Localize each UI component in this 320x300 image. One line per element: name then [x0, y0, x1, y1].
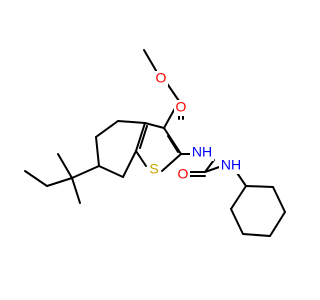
- cyclohexyl-bond-4: [269, 211, 286, 237]
- ring-c5-bond: [95, 120, 119, 138]
- s-label: S: [149, 161, 158, 177]
- methyl-2-bond: [71, 177, 81, 204]
- nh-upper-label: NH: [192, 144, 212, 160]
- nh-upper-background: [190, 145, 214, 161]
- substituent-bond: [71, 165, 100, 179]
- cyclohexyl-bond-5: [272, 186, 286, 213]
- ring-c7a-bond: [122, 150, 137, 178]
- cyclohexyl-bond-3: [242, 233, 271, 237]
- urea-o-background: [176, 167, 190, 183]
- thiophene-c7a-c3a-bond: [135, 122, 146, 152]
- urea-o-label: O: [178, 166, 189, 182]
- thiophene-c2-s-bond: [161, 153, 182, 172]
- thiophene-c3a-c3-bond: [144, 122, 165, 129]
- s-background: [147, 162, 161, 178]
- ring-c4-bond: [117, 120, 146, 124]
- ring-c7-bond: [98, 165, 124, 178]
- thiophene-s-c7a-bond: [135, 150, 147, 167]
- atom-label-layer: O O NH NH O S: [147, 70, 243, 183]
- o-carbonyl-bond: [165, 81, 180, 102]
- cyclohexyl-bond-6: [245, 185, 274, 188]
- methyl-1-bond: [57, 153, 73, 179]
- thiophene-c7a-c3a-inner-bond: [139, 125, 148, 149]
- structure-canvas: O O NH NH O S: [24, 49, 286, 237]
- thiophene-c3-c2-bond: [163, 127, 182, 155]
- cyclohexyl-bond-1: [230, 185, 247, 210]
- ethyl-ch3-bond: [24, 170, 48, 187]
- cyclohexyl-bond-2: [230, 208, 244, 235]
- thiophene-c3-c2-inner-bond: [167, 135, 179, 153]
- nh-lower-label: NH: [221, 157, 241, 173]
- ester-o-left-label: O: [156, 70, 167, 86]
- ethyl-ch2-bond: [46, 177, 73, 187]
- molecule-diagram: O O NH NH O S: [24, 49, 286, 237]
- nh-lower-background: [219, 158, 243, 174]
- ester-o-left-background: [154, 71, 168, 87]
- methyl-o-bond: [143, 49, 159, 75]
- nh-carbonyl-bond: [204, 159, 215, 173]
- ring-c6-bond: [95, 136, 100, 167]
- ester-o-bottom-label: O: [176, 99, 187, 115]
- ester-o-bottom-background: [174, 100, 188, 116]
